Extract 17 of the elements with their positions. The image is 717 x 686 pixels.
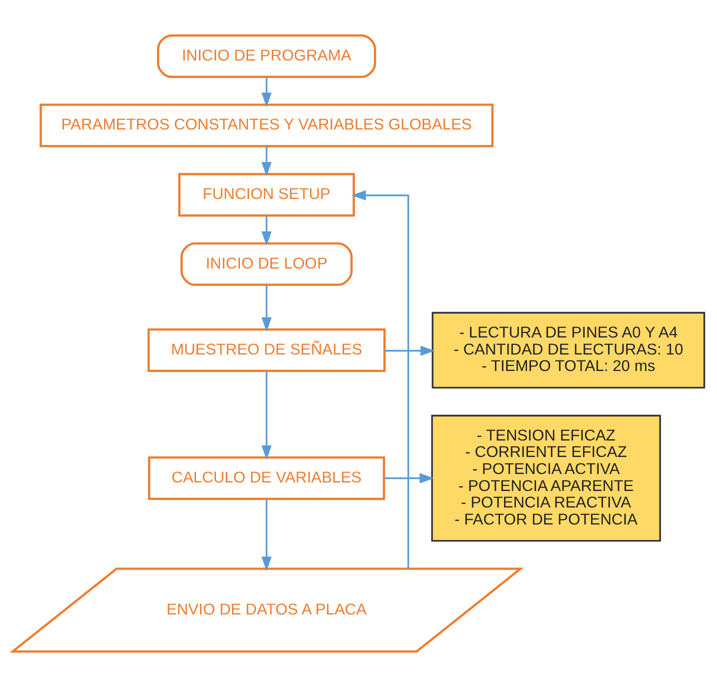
node-box: INICIO DE PROGRAMA bbox=[157, 34, 376, 78]
arrow bbox=[384, 472, 434, 483]
arrow bbox=[261, 370, 272, 460]
arrow bbox=[384, 345, 436, 356]
node-box: PARAMETROS CONSTANTES Y VARIABLES GLOBALES bbox=[40, 103, 494, 147]
arrow bbox=[261, 146, 272, 176]
arrow bbox=[261, 498, 272, 571]
arrow bbox=[261, 284, 272, 332]
node-box: FUNCION SETUP bbox=[178, 172, 355, 216]
arrow bbox=[261, 76, 272, 107]
arrow bbox=[261, 215, 272, 246]
node-box: MUESTREO DE SEÑALES bbox=[148, 328, 386, 372]
node-box: CALCULO DE VARIABLES bbox=[148, 456, 386, 500]
arrow bbox=[351, 190, 410, 568]
node-box: INICIO DE LOOP bbox=[180, 242, 353, 286]
node-box: - LECTURA DE PINES A0 Y A4 - CANTIDAD DE LECTURAS: 10 - TIEMPO TOTAL: 20 ms bbox=[432, 311, 706, 388]
node-box: - TENSION EFICAZ - CORRIENTE EFICAZ - POTENCIA ACTIVA - POTENCIA APARENTE - POTENCIA REACTIVA - FACTOR DE POTENCIA bbox=[431, 414, 661, 542]
